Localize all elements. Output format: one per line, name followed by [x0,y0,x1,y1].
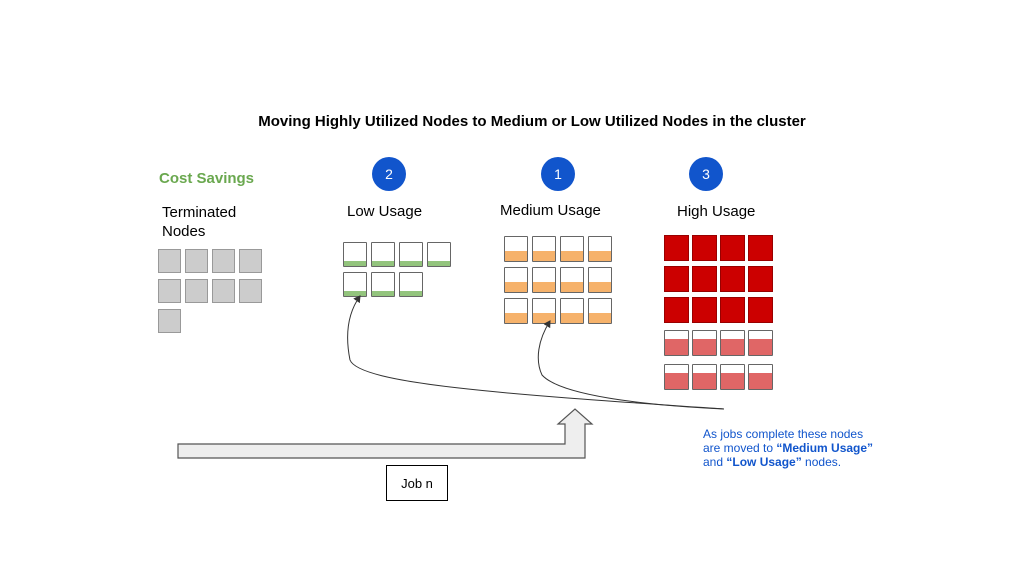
high-usage-node-partial [748,364,773,390]
low-usage-node-fill [400,291,422,296]
medium-usage-node-fill [505,282,527,292]
high-usage-node-partial-fill [749,373,772,389]
terminated-nodes-label: Terminated Nodes [162,204,237,240]
low-usage-node [371,242,395,267]
high-usage-badge: 3 [689,157,723,191]
note-low-usage: “Low Usage” [726,455,802,469]
low-usage-node [399,272,423,297]
low-usage-node-fill [372,291,394,296]
job-flow-arrow [177,408,594,459]
high-usage-node-partial-fill [665,339,688,355]
high-usage-node-partial-fill [721,339,744,355]
high-usage-node-full [748,297,773,323]
low-usage-node-fill [400,261,422,266]
high-usage-node-full [692,235,717,261]
medium-usage-node-fill [505,313,527,323]
high-usage-node-partial-fill [721,373,744,389]
high-usage-node-full [720,235,745,261]
high-usage-node-full [664,297,689,323]
medium-usage-node [560,236,584,262]
low-usage-label: Low Usage [347,203,423,220]
low-usage-node-fill [428,261,450,266]
high-usage-node-partial-fill [665,373,688,389]
high-usage-node-partial-fill [693,339,716,355]
medium-usage-node [504,298,528,324]
diagram-title: Moving Highly Utilized Nodes to Medium o… [258,113,806,130]
medium-usage-node-fill [561,282,583,292]
medium-usage-node [560,267,584,293]
high-usage-node-partial-fill [749,339,772,355]
low-usage-node-fill [372,261,394,266]
medium-usage-label: Medium Usage [500,202,601,219]
high-usage-label: High Usage [677,203,756,220]
medium-usage-node [504,267,528,293]
high-usage-node-full [664,235,689,261]
high-usage-node-full [748,266,773,292]
low-usage-node [399,242,423,267]
terminated-node [185,279,208,303]
high-usage-node-full [664,266,689,292]
medium-usage-node [532,267,556,293]
medium-usage-node [588,298,612,324]
note-tail: nodes. [801,455,842,469]
migration-note: As jobs complete these nodes are moved t… [703,427,878,469]
high-usage-node-full [692,266,717,292]
terminated-node [212,279,235,303]
medium-usage-node-fill [533,282,555,292]
medium-usage-node-fill [561,313,583,323]
high-usage-node-full [748,235,773,261]
terminated-node [185,249,208,273]
terminated-node [239,249,262,273]
medium-usage-node-fill [505,251,527,261]
medium-usage-node-fill [589,282,611,292]
low-usage-node [427,242,451,267]
high-usage-node-partial-fill [693,373,716,389]
high-usage-node-partial [692,364,717,390]
terminated-node [239,279,262,303]
move-to-medium-arrow [537,320,725,410]
terminated-node [158,279,181,303]
high-usage-node-partial [748,330,773,356]
high-usage-node-partial [720,364,745,390]
high-usage-node-partial [664,364,689,390]
medium-usage-node-fill [533,251,555,261]
medium-usage-node-fill [561,251,583,261]
terminated-node [158,249,181,273]
cost-savings-label: Cost Savings [159,170,255,187]
medium-usage-node [588,236,612,262]
medium-usage-node [532,236,556,262]
low-usage-node-fill [344,261,366,266]
medium-usage-node-fill [589,251,611,261]
high-usage-node-partial [720,330,745,356]
job-n-box: Job n [386,465,448,501]
note-medium-usage: “Medium Usage” [776,441,874,455]
medium-usage-node [532,298,556,324]
move-to-low-arrow [347,295,725,410]
low-usage-badge: 2 [372,157,406,191]
medium-usage-node [504,236,528,262]
low-usage-node-fill [344,291,366,296]
high-usage-node-full [692,297,717,323]
medium-usage-node [560,298,584,324]
low-usage-node [343,242,367,267]
terminated-node [158,309,181,333]
terminated-node [212,249,235,273]
medium-usage-badge: 1 [541,157,575,191]
high-usage-node-full [720,266,745,292]
high-usage-node-partial [664,330,689,356]
note-text: As jobs complete these nodes are moved t… [703,427,864,455]
medium-usage-node-fill [589,313,611,323]
medium-usage-node-fill [533,313,555,323]
high-usage-node-partial [692,330,717,356]
note-and: and [703,455,727,469]
high-usage-node-full [720,297,745,323]
low-usage-node [371,272,395,297]
medium-usage-node [588,267,612,293]
